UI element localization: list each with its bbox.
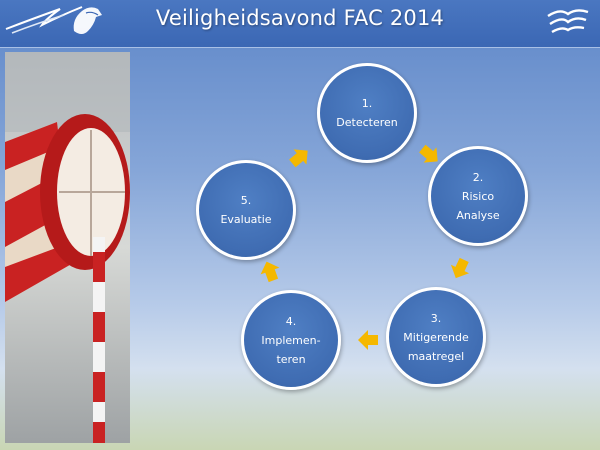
chevron-arrow-icon bbox=[260, 261, 280, 283]
chevron-arrow-icon bbox=[450, 257, 470, 279]
cycle-node-2-label-line1: Risico bbox=[461, 189, 495, 203]
chevron-arrow-icon bbox=[419, 144, 438, 163]
cycle-node-1: 1. Detecteren bbox=[317, 63, 417, 163]
cycle-node-4-label-line1: Implemen- bbox=[261, 333, 321, 347]
chevron-arrow-icon bbox=[289, 149, 308, 168]
slide-title: Veiligheidsavond FAC 2014 bbox=[155, 6, 445, 30]
cycle-node-3-label-line1: Mitigerende bbox=[403, 330, 469, 344]
cycle-node-4: 4. Implemen- teren bbox=[241, 290, 341, 390]
cycle-node-1-label: Detecteren bbox=[336, 116, 398, 129]
windsock-photo bbox=[5, 52, 130, 443]
cycle-node-2-label-line2: Analyse bbox=[456, 208, 500, 222]
cycle-node-3-number: 3. bbox=[430, 311, 442, 325]
cycle-node-5-number: 5. bbox=[240, 194, 252, 207]
chevron-arrow-icon bbox=[358, 330, 378, 350]
cycle-node-5-label: Evaluatie bbox=[220, 213, 272, 226]
cycle-node-5: 5. Evaluatie bbox=[196, 160, 296, 260]
cycle-node-1-number: 1. bbox=[361, 97, 373, 110]
pegasus-logo-icon bbox=[5, 6, 102, 34]
cycle-node-3: 3. Mitigerende maatregel bbox=[386, 287, 486, 387]
header-bar: Veiligheidsavond FAC 2014 bbox=[0, 0, 600, 48]
process-cycle-diagram: 1. Detecteren 2. Risico Analyse 3. Mitig… bbox=[160, 55, 560, 395]
cycle-node-2-number: 2. bbox=[472, 170, 484, 184]
bird-wings-logo-icon bbox=[547, 9, 589, 34]
cycle-node-3-label-line2: maatregel bbox=[407, 349, 465, 363]
cycle-node-4-number: 4. bbox=[285, 314, 297, 328]
cycle-node-2: 2. Risico Analyse bbox=[428, 146, 528, 246]
cycle-node-4-label-line2: teren bbox=[276, 352, 306, 366]
